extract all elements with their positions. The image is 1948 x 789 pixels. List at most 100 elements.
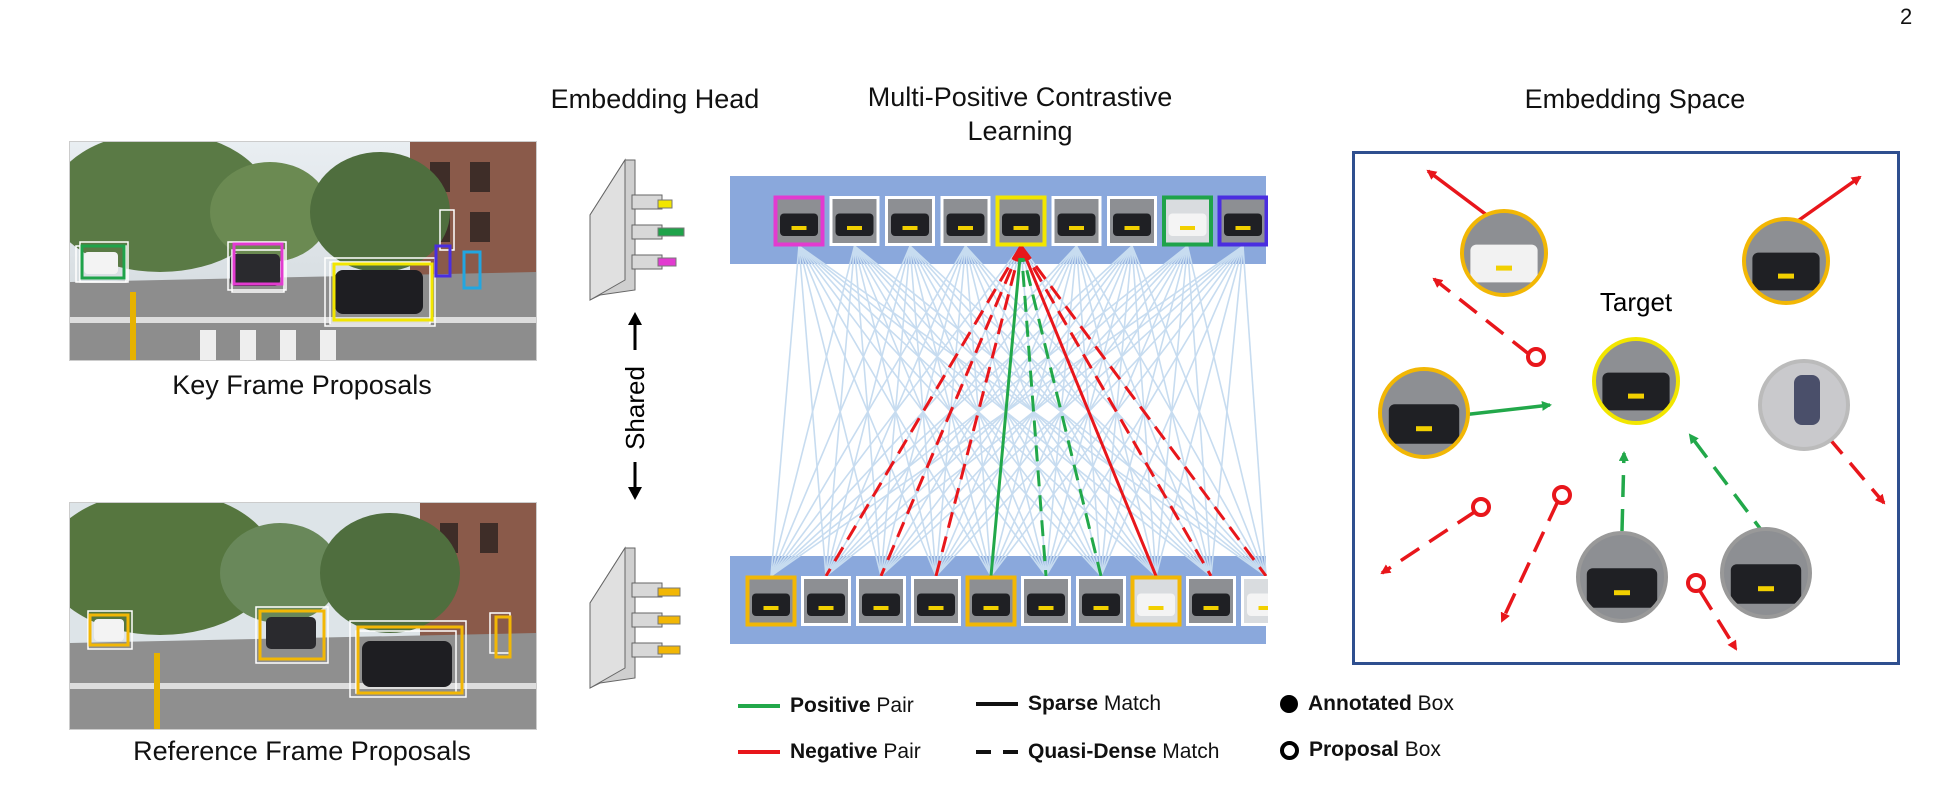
legend-positive: Positive Pair [738, 694, 914, 718]
connection-line [1155, 245, 1244, 577]
contrastive-title-line2: Learning [967, 116, 1073, 146]
legend-sparse-rest: Match [1098, 692, 1162, 715]
legend-quasi-swatch [976, 750, 1018, 754]
legend-negative-bold: Negative [790, 740, 878, 763]
proposal-thumbnail [1217, 195, 1268, 247]
positive-sparse-arrow [1461, 400, 1552, 417]
reference-frame-image [69, 502, 537, 730]
proposal-thumbnail [1130, 575, 1182, 627]
embedding-space-diagram: Target [1378, 169, 1886, 651]
embedding-space-title: Embedding Space [1524, 84, 1746, 114]
connection-line [1210, 245, 1244, 577]
proposal-point [1526, 347, 1546, 367]
positive-match-line [989, 245, 1023, 577]
legend-quasi-bold: Quasi-Dense [1028, 740, 1157, 763]
connection-line [770, 245, 1022, 577]
legend-annotated-bold: Annotated [1308, 692, 1412, 715]
proposal-ring-icon [1280, 740, 1299, 760]
proposal-thumbnail [1186, 576, 1236, 626]
legend-annotated-rest: Box [1411, 692, 1454, 715]
legend-annotated: Annotated Box [1280, 692, 1454, 716]
proposal-thumbnail [829, 196, 880, 246]
embedding-point-thumbnail [1720, 527, 1812, 619]
legend-sparse-swatch [976, 702, 1018, 706]
embedding-point-thumbnail [1742, 217, 1830, 305]
negative-match-line [879, 245, 1023, 577]
embedding-point-thumbnail [1576, 531, 1668, 623]
embedding-head-top [589, 158, 685, 301]
embedding-point-thumbnail [1592, 337, 1680, 425]
proposal-thumbnail [940, 196, 991, 246]
proposal-point [1471, 497, 1491, 517]
negative-match-line [1019, 245, 1158, 577]
proposal-thumbnail [1241, 576, 1268, 626]
page-number: 2 [1900, 4, 1913, 29]
negative-sparse-arrow [1426, 169, 1494, 221]
proposal-point [1552, 485, 1572, 505]
proposal-thumbnail [885, 196, 935, 246]
positive-match-line [1019, 245, 1103, 577]
legend-quasi: Quasi-Dense Match [976, 740, 1219, 764]
connection-line [880, 245, 1244, 577]
proposal-thumbnail [965, 575, 1017, 627]
positive-quasi-arrow [1618, 451, 1629, 532]
proposal-thumbnail [1162, 195, 1213, 247]
reference-frame-caption: Reference Frame Proposals [133, 736, 471, 766]
negative-quasi-arrow [1698, 590, 1738, 651]
proposal-thumbnail [856, 576, 906, 626]
shared-label: Shared [620, 366, 650, 450]
proposal-thumbnail [995, 195, 1047, 247]
connection-line [770, 245, 800, 577]
negative-sparse-arrow [1790, 175, 1862, 227]
annotated-dot-icon [1280, 695, 1298, 713]
embedding-point-thumbnail [1460, 209, 1548, 297]
proposal-thumbnail [745, 575, 797, 627]
negative-quasi-arrow [1500, 500, 1560, 623]
embedding-head-title: Embedding Head [550, 84, 760, 114]
positive-quasi-arrow [1688, 433, 1770, 541]
positive-match-line [1019, 245, 1048, 577]
proposal-point [1686, 573, 1706, 593]
connection-line [770, 245, 967, 577]
negative-quasi-arrow [1432, 277, 1532, 357]
proposal-thumbnail [1107, 196, 1157, 246]
legend-positive-rest: Pair [870, 694, 914, 717]
legend-proposal-rest: Box [1398, 738, 1441, 761]
legend-proposal: Proposal Box [1280, 738, 1441, 762]
connection-line [770, 245, 856, 577]
legend-positive-swatch [738, 704, 780, 708]
legend-proposal-bold: Proposal [1309, 738, 1399, 761]
legend-positive-bold: Positive [790, 694, 871, 717]
connection-line [1242, 245, 1267, 577]
contrastive-title-line1: Multi-Positive Contrastive [867, 82, 1173, 112]
legend-negative-rest: Pair [877, 740, 921, 763]
contrastive-diagram [730, 176, 1268, 644]
embedding-head-bottom [589, 546, 681, 689]
proposal-thumbnail [1076, 576, 1126, 626]
connection-line [770, 245, 1188, 577]
proposal-thumbnail [911, 576, 961, 626]
target-label: Target [1600, 287, 1673, 317]
proposal-thumbnail [1021, 576, 1071, 626]
negative-match-line [1019, 245, 1213, 577]
proposal-thumbnail [801, 576, 851, 626]
target-arrowhead [1012, 244, 1030, 258]
embedding-point-thumbnail [1758, 359, 1850, 451]
connection-line [770, 245, 911, 577]
key-frame-image [69, 141, 537, 361]
negative-match-line [1019, 245, 1268, 577]
proposal-thumbnail [773, 195, 825, 247]
key-frame-caption: Key Frame Proposals [172, 370, 432, 400]
embedding-space-panel [1352, 151, 1900, 665]
negative-match-line [824, 245, 1023, 577]
embedding-point-thumbnail [1378, 367, 1470, 459]
embedding-head-diagram: Shared [589, 158, 685, 689]
contrastive-title: Multi-Positive Contrastive Learning [820, 80, 1220, 148]
negative-match-line [934, 245, 1023, 577]
connection-line [1100, 245, 1244, 577]
negative-quasi-arrow [1380, 509, 1477, 575]
legend-negative: Negative Pair [738, 740, 921, 764]
legend-sparse-bold: Sparse [1028, 692, 1099, 715]
legend-negative-swatch [738, 750, 780, 754]
proposal-thumbnail [1051, 196, 1102, 246]
